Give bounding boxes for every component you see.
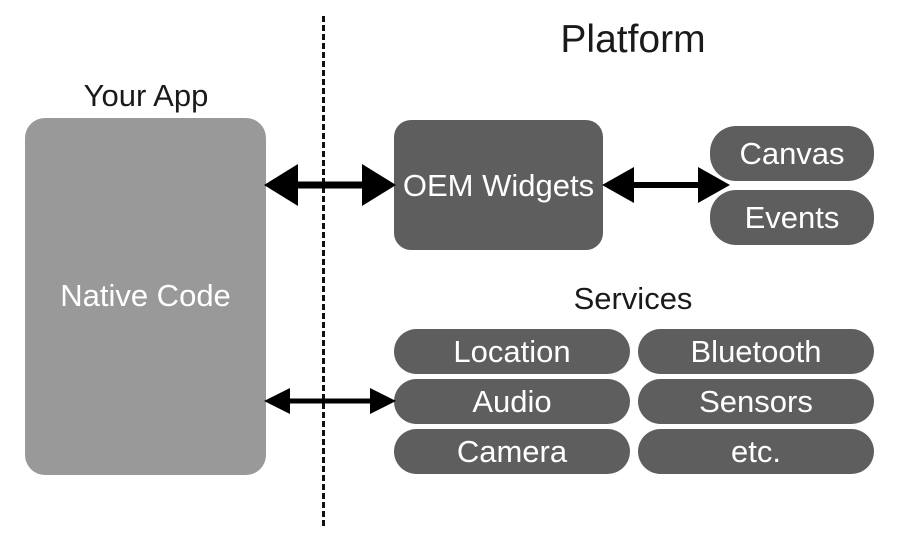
box-native-code[interactable]: Native Code <box>25 118 266 475</box>
pill-service-location[interactable]: Location <box>394 329 630 374</box>
heading-your-app: Your App <box>83 78 209 113</box>
pill-events[interactable]: Events <box>710 190 874 245</box>
pill-service-camera[interactable]: Camera <box>394 429 630 474</box>
pill-service-etc[interactable]: etc. <box>638 429 874 474</box>
heading-platform: Platform <box>560 18 706 61</box>
app-platform-boundary-divider <box>322 16 325 526</box>
pill-service-bluetooth[interactable]: Bluetooth <box>638 329 874 374</box>
arrow-native-code-to-services <box>264 388 396 414</box>
box-oem-widgets[interactable]: OEM Widgets <box>394 120 603 250</box>
arrow-oem-widgets-to-ui-pills <box>602 167 730 203</box>
pill-service-sensors[interactable]: Sensors <box>638 379 874 424</box>
pill-canvas[interactable]: Canvas <box>710 126 874 181</box>
arrow-native-code-to-oem-widgets <box>264 164 396 206</box>
heading-services: Services <box>573 281 693 316</box>
pill-service-audio[interactable]: Audio <box>394 379 630 424</box>
